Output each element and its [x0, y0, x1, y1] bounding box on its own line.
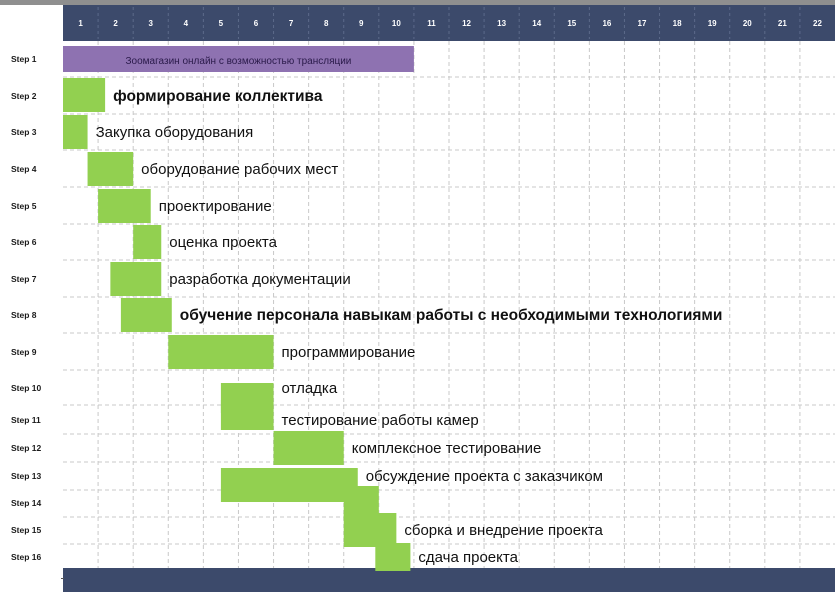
step-label: Step 5 [11, 201, 37, 211]
task-bar [220, 400, 274, 430]
task-label: обсуждение проекта с заказчиком [366, 468, 603, 485]
grid-layer [63, 7, 835, 568]
day-header-label: 2 [113, 19, 118, 28]
step-label: Step 2 [11, 91, 37, 101]
step-label: Step 13 [11, 471, 42, 481]
day-header-label: 11 [427, 19, 436, 28]
task-label: Зоомагазин онлайн с возможностью трансля… [126, 56, 352, 67]
step-label: Step 16 [11, 552, 42, 562]
task-bar [63, 115, 88, 149]
task-label: обучение персонала навыкам работы с необ… [180, 307, 723, 324]
day-header-label: 4 [184, 19, 189, 28]
step-label: Step 10 [11, 383, 42, 393]
step-label: Step 12 [11, 443, 42, 453]
task-bar [133, 225, 162, 259]
day-header-label: 22 [813, 19, 822, 28]
task-label: формирование коллектива [113, 88, 323, 105]
step-label: Step 1 [11, 54, 37, 64]
day-header-label: 10 [392, 19, 401, 28]
day-header-label: 5 [219, 19, 224, 28]
task-bar [375, 543, 411, 571]
task-label: оборудование рабочих мест [141, 161, 338, 178]
task-bar [273, 431, 344, 465]
step-label: Step 7 [11, 274, 37, 284]
task-bar [220, 468, 358, 502]
day-header-label: 8 [324, 19, 329, 28]
task-bar [87, 152, 134, 186]
timeline-header [63, 5, 835, 41]
day-header-label: 21 [778, 19, 787, 28]
task-label: проектирование [159, 198, 272, 215]
task-label: комплексное тестирование [352, 440, 542, 457]
task-label: сборка и внедрение проекта [404, 522, 603, 539]
day-header-label: 6 [254, 19, 259, 28]
top-divider [0, 0, 835, 5]
task-bar [63, 78, 106, 112]
task-label: тестирование работы камер [282, 412, 479, 429]
task-bar [98, 189, 151, 223]
step-labels: Step 1 Step 2 Step 3 Step 4 Step 5 Step 6 Step… [11, 54, 42, 562]
day-header-label: 16 [602, 19, 611, 28]
task-label: отладка [282, 380, 338, 397]
task-label: сдача проекта [418, 549, 518, 566]
day-header-label: 13 [497, 19, 506, 28]
bars-layer [63, 46, 414, 571]
day-header-label: 7 [289, 19, 294, 28]
task-labels: Зоомагазин онлайн с возможностью трансля… [96, 56, 723, 566]
day-header-label: 9 [359, 19, 364, 28]
day-header-label: 14 [532, 19, 541, 28]
step-label: Step 14 [11, 498, 42, 508]
day-header-label: 20 [743, 19, 752, 28]
day-header-label: 1 [78, 19, 83, 28]
task-label: программирование [282, 344, 416, 361]
step-label: Step 3 [11, 127, 37, 137]
day-header-label: 17 [638, 19, 647, 28]
task-label: разработка документации [169, 271, 350, 288]
task-bar [120, 298, 172, 332]
step-label: Step 4 [11, 164, 37, 174]
task-bar [110, 262, 162, 296]
day-header-label: 12 [462, 19, 471, 28]
step-label: Step 15 [11, 525, 42, 535]
day-header-label: 18 [673, 19, 682, 28]
task-label: оценка проекта [169, 234, 277, 251]
task-label: Закупка оборудования [96, 124, 254, 141]
timeline-footer [63, 568, 835, 592]
day-header-label: 15 [567, 19, 576, 28]
task-bar [343, 513, 397, 547]
day-header-label: 19 [708, 19, 717, 28]
step-label: Step 8 [11, 310, 37, 320]
step-label: Step 11 [11, 415, 41, 425]
day-header-label: 3 [149, 19, 154, 28]
step-label: Step 9 [11, 347, 37, 357]
task-bar [63, 46, 414, 72]
task-bar [168, 335, 274, 369]
axis-stub [61, 578, 64, 579]
step-label: Step 6 [11, 237, 37, 247]
